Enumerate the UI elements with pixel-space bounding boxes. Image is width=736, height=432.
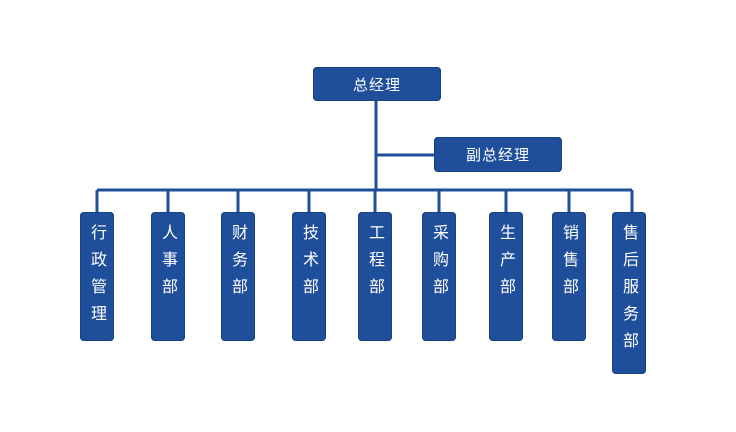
department-node-9: 售后服务部 — [612, 212, 646, 374]
department-node-4: 技术部 — [292, 212, 326, 341]
department-node-7: 生产部 — [489, 212, 523, 341]
root-node: 总经理 — [313, 67, 441, 101]
department-label-7: 生产部 — [497, 224, 516, 305]
department-label-2: 人事部 — [159, 224, 178, 305]
department-label-1: 行政管理 — [88, 224, 107, 332]
department-label-8: 销售部 — [560, 224, 579, 305]
department-label-6: 采购部 — [430, 224, 449, 305]
department-label-3: 财务部 — [229, 224, 248, 305]
deputy-node-label: 副总经理 — [465, 146, 530, 164]
department-node-5: 工程部 — [358, 212, 392, 341]
department-node-2: 人事部 — [151, 212, 185, 341]
department-node-3: 财务部 — [221, 212, 255, 341]
department-label-9: 售后服务部 — [620, 224, 639, 359]
department-label-4: 技术部 — [300, 224, 319, 305]
deputy-node: 副总经理 — [434, 137, 562, 172]
department-node-6: 采购部 — [422, 212, 456, 341]
department-label-5: 工程部 — [366, 224, 385, 305]
department-node-8: 销售部 — [552, 212, 586, 341]
root-node-label: 总经理 — [352, 75, 401, 94]
department-node-1: 行政管理 — [80, 212, 114, 341]
